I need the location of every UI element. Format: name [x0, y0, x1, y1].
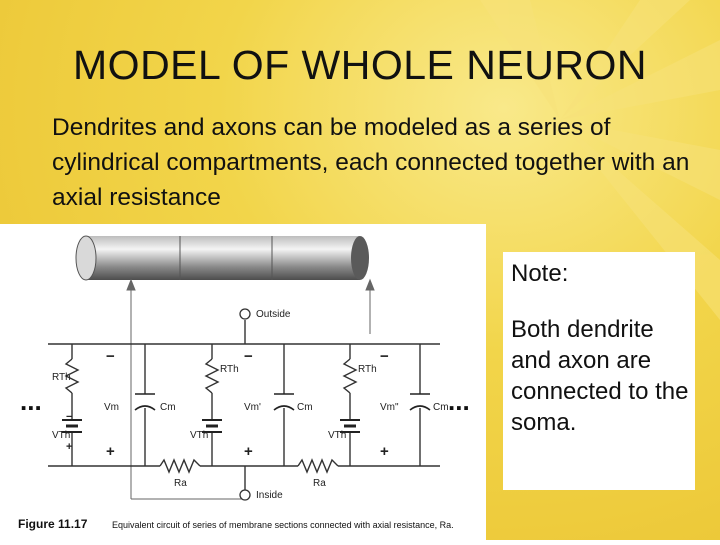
note-box: Note: Both dendrite and axon are connect…: [503, 252, 695, 490]
plus-sign: +: [380, 443, 389, 460]
plus-sign: +: [106, 443, 115, 460]
vth-label: VTh: [328, 430, 346, 441]
ra-label: Ra: [313, 478, 326, 489]
plus-sign: +: [244, 443, 253, 460]
ra-label: Ra: [174, 478, 187, 489]
circuit-figure: Outside Inside RTh RTh RTh VTh VTh VTh C…: [0, 224, 486, 540]
rth-label: RTh: [52, 372, 71, 383]
vm-label: Vm": [380, 402, 399, 413]
slide-body: Dendrites and axons can be modeled as a …: [52, 114, 690, 211]
rth-label: RTh: [220, 364, 239, 375]
minus-sign: −: [380, 348, 389, 365]
note-body: Both dendrite and axon are connected to …: [511, 316, 689, 436]
plus-sign: +: [66, 441, 72, 453]
cm-label: Cm: [433, 402, 449, 413]
figure-caption: Equivalent circuit of series of membrane…: [112, 520, 454, 530]
cm-label: Cm: [160, 402, 176, 413]
slide-title: MODEL OF WHOLE NEURON: [73, 42, 647, 88]
inside-terminal: [239, 489, 251, 501]
note-title: Note:: [511, 260, 569, 287]
ellipsis-right: ...: [448, 386, 470, 416]
rth-label: RTh: [358, 364, 377, 375]
outside-terminal: [239, 308, 251, 320]
inside-label: Inside: [256, 490, 283, 501]
neurite-cylinder: [75, 235, 369, 281]
vth-label: VTh: [190, 430, 208, 441]
capacitor-symbols: [134, 393, 431, 411]
vm-label: Vm': [244, 402, 261, 413]
battery-symbols: [62, 419, 360, 433]
minus-sign: −: [66, 411, 72, 423]
ellipsis-left: ...: [20, 386, 42, 416]
cm-label: Cm: [297, 402, 313, 413]
outside-label: Outside: [256, 309, 291, 320]
minus-sign: −: [244, 348, 253, 365]
figure-label: Figure 11.17: [18, 517, 88, 531]
circuit-diagram: Outside Inside RTh RTh RTh VTh VTh VTh C…: [18, 235, 470, 531]
minus-sign: −: [106, 348, 115, 365]
circuit-wiring: [48, 320, 440, 490]
connector-lines: [126, 278, 375, 500]
vth-label: VTh: [52, 430, 70, 441]
vm-label: Vm: [104, 402, 119, 413]
